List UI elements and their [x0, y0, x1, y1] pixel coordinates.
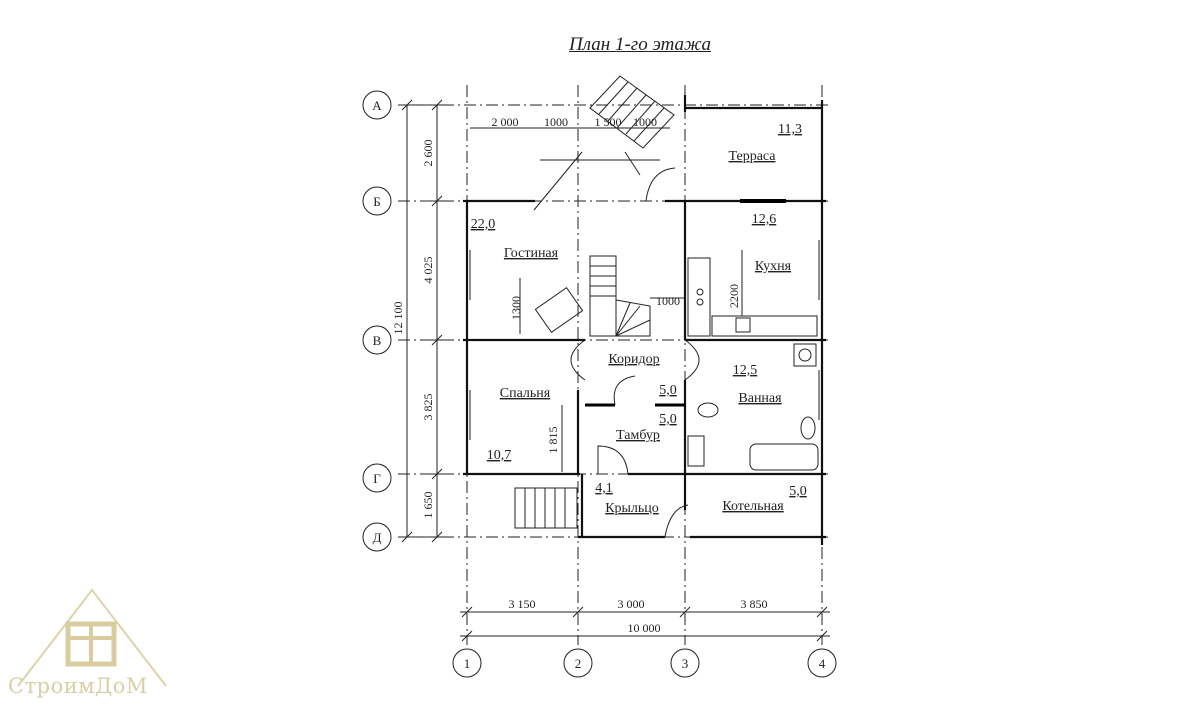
svg-text:Д: Д	[373, 530, 382, 545]
room-living-name: Гостиная	[504, 246, 559, 261]
left-dimensions: 12 100 2 600 4 025 3 825 1 650	[391, 99, 445, 543]
svg-text:Б: Б	[373, 194, 380, 209]
top-stair-dimensions: 2 000 1000 1 500 1000	[470, 115, 670, 129]
dim-tambur-1815: 1 815	[546, 427, 560, 454]
walls	[463, 95, 826, 545]
svg-text:А: А	[372, 98, 382, 113]
room-bathroom-area: 12,5	[733, 363, 758, 378]
room-bedroom-area: 10,7	[487, 448, 512, 463]
room-terrace-name: Терраса	[728, 149, 776, 164]
porch-stair: 1 815	[514, 405, 578, 529]
logo-text: СтроимДоМ	[8, 674, 148, 698]
axis-bubble-g: Г	[362, 463, 392, 493]
axis-bubble-a: А	[362, 90, 392, 120]
dim-top-1000a: 1000	[544, 115, 568, 129]
room-vestibule-name: Тамбур	[616, 428, 660, 443]
axis-bubble-d: Д	[362, 522, 392, 552]
dim-left-ab: 2 600	[421, 140, 435, 167]
dim-bottom-34: 3 850	[741, 597, 768, 611]
axis-bubble-3: 3	[670, 648, 700, 678]
room-terrace-area: 11,3	[778, 122, 802, 137]
room-kitchen-name: Кухня	[755, 259, 792, 274]
plan-title: План 1-го этажа	[569, 34, 711, 55]
dim-kitchen-2200: 2200	[727, 284, 741, 308]
dim-left-gd: 1 650	[421, 492, 435, 519]
room-labels: Терраса 11,3 Гостиная 22,0 Кухня 12,6 Ко…	[471, 122, 807, 516]
room-porch-name: Крыльцо	[605, 501, 659, 516]
room-bathroom-name: Ванная	[738, 391, 782, 406]
svg-text:В: В	[373, 333, 382, 348]
room-kitchen-area: 12,6	[752, 212, 777, 227]
kitchen-equipment: 2200	[687, 250, 818, 337]
room-boiler-area: 5,0	[789, 484, 807, 499]
room-boiler-name: Котельная	[722, 499, 784, 514]
room-corridor-area: 5,0	[659, 383, 677, 398]
svg-text:Г: Г	[373, 471, 381, 486]
bottom-dimensions: 3 150 3 000 3 850 10 000	[460, 597, 830, 642]
room-bedroom-name: Спальня	[500, 386, 551, 401]
axis-bubble-2: 2	[563, 648, 593, 678]
room-living-area: 22,0	[471, 217, 496, 232]
entry-stair	[533, 75, 675, 211]
dim-left-vg: 3 825	[421, 394, 435, 421]
bathroom-fixtures	[687, 343, 819, 471]
dim-bottom-23: 3 000	[618, 597, 645, 611]
logo-house-icon	[17, 588, 167, 687]
dim-stair-1300: 1300	[509, 296, 523, 320]
axis-bubble-b: Б	[362, 186, 392, 216]
interior-stair: 1300 1000	[509, 255, 685, 337]
door-swings	[570, 167, 700, 538]
dim-stair-1000: 1000	[656, 294, 680, 308]
dim-top-1500: 1 500	[595, 115, 622, 129]
dim-left-total: 12 100	[391, 302, 405, 335]
svg-text:4: 4	[819, 656, 826, 671]
axis-bubble-v: В	[362, 325, 392, 355]
room-vestibule-area: 5,0	[659, 412, 677, 427]
svg-text:3: 3	[682, 656, 689, 671]
dim-top-1000b: 1000	[633, 115, 657, 129]
dim-left-bv: 4 025	[421, 257, 435, 284]
axis-bubble-4: 4	[807, 648, 837, 678]
dim-bottom-total: 10 000	[628, 621, 661, 635]
svg-text:1: 1	[464, 656, 471, 671]
room-corridor-name: Коридор	[608, 352, 659, 367]
room-porch-area: 4,1	[595, 481, 613, 496]
dim-top-2000: 2 000	[492, 115, 519, 129]
axis-bubble-1: 1	[452, 648, 482, 678]
svg-text:2: 2	[575, 656, 582, 671]
dim-bottom-12: 3 150	[509, 597, 536, 611]
